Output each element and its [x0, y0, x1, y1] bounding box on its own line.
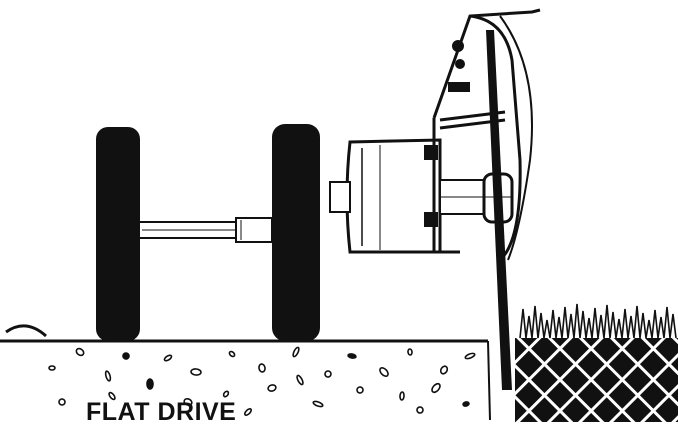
- axle: [139, 218, 272, 242]
- right-wheel: [272, 124, 320, 341]
- motor-housing: [347, 140, 440, 252]
- grass-blades: [520, 304, 676, 338]
- diagram-caption: FLAT DRIVE: [86, 398, 236, 427]
- turf-block: [515, 304, 678, 422]
- left-wheel: [96, 127, 140, 341]
- concrete-slab: [0, 326, 490, 420]
